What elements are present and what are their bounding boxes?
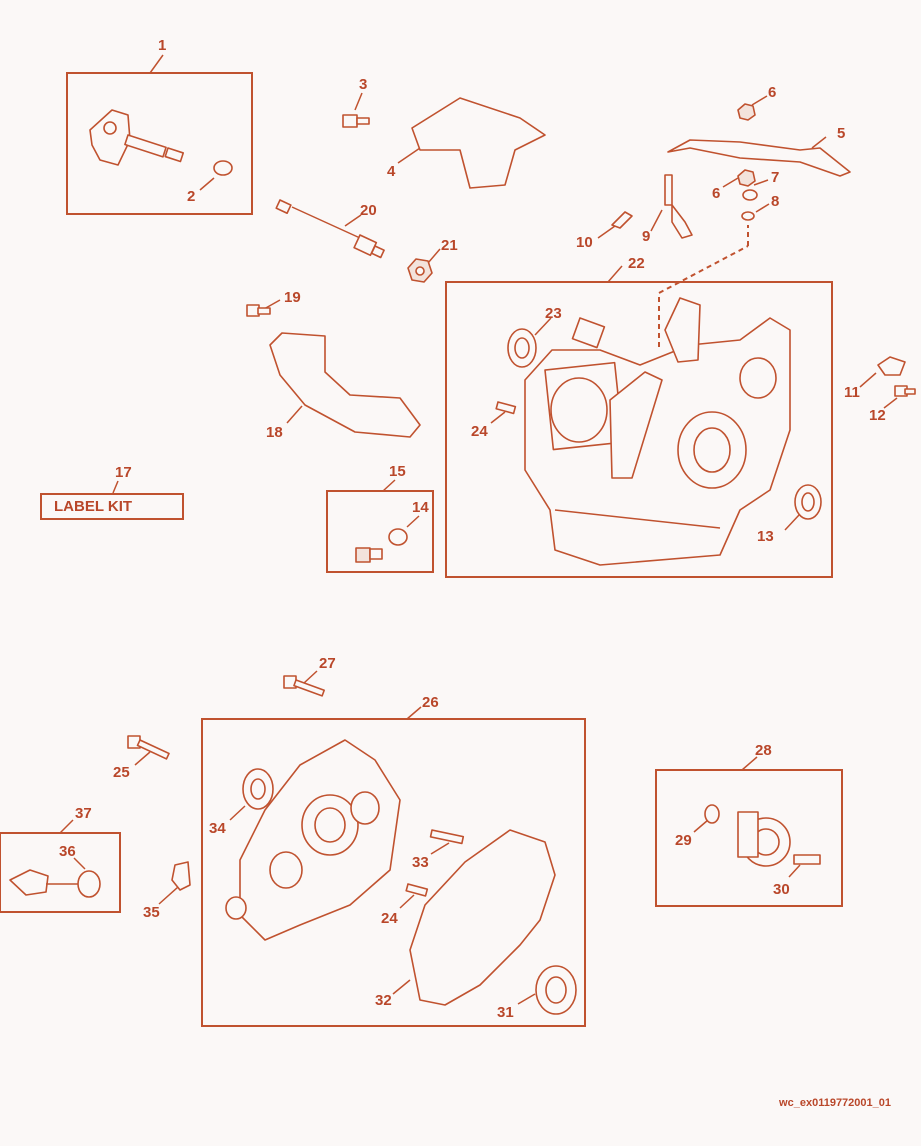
callout-20: 20 [360, 202, 377, 219]
part-29-washer [704, 804, 720, 824]
callout-30: 30 [773, 881, 790, 898]
part-6-nut-top [737, 103, 756, 121]
part-31-bearing [535, 965, 577, 1015]
callout-21: 21 [441, 237, 458, 254]
part-8-washer [741, 211, 755, 221]
callout-9: 9 [642, 228, 650, 245]
part-36-o-ring [77, 870, 101, 898]
callout-2: 2 [187, 188, 195, 205]
callout-37: 37 [75, 805, 92, 822]
leader-lines [59, 54, 898, 1005]
part-14-washer [388, 528, 408, 546]
callout-11: 11 [844, 384, 860, 401]
callout-10: 10 [576, 234, 593, 251]
callout-19: 19 [284, 289, 301, 306]
callout-29: 29 [675, 832, 692, 849]
callout-5: 5 [837, 125, 845, 142]
part-34-oil-seal [242, 768, 274, 810]
callout-33: 33 [412, 854, 429, 871]
callout-1: 1 [158, 37, 166, 54]
part-22-crankcase [524, 297, 791, 566]
callout-13: 13 [757, 528, 774, 545]
callout-28: 28 [755, 742, 772, 759]
group-box-28 [655, 769, 843, 907]
part-32-gasket [409, 829, 556, 1006]
group-box-22 [445, 281, 833, 578]
callout-32: 32 [375, 992, 392, 1009]
part-23-oil-seal [507, 328, 537, 368]
part-4-bracket [411, 97, 546, 189]
callout-4: 4 [387, 163, 396, 180]
callout-22: 22 [628, 255, 645, 272]
group-box-15 [326, 490, 434, 573]
part-24-dowel-pin-lower [405, 883, 429, 897]
callout-18: 18 [266, 424, 283, 441]
part-1-governor-assembly [89, 109, 185, 166]
part-20-sensor [275, 199, 385, 259]
part-11-clamp [877, 356, 906, 376]
part-37-dipstick [9, 869, 78, 896]
part-12-bolt [894, 385, 916, 397]
callout-24-upper: 24 [471, 423, 488, 440]
part-24-dowel-pin-upper [495, 401, 517, 415]
reference-code: wc_ex0119772001_01 [779, 1097, 891, 1109]
part-15-drain-plug [355, 547, 383, 563]
callout-6-upper: 6 [768, 84, 776, 101]
callout-25: 25 [113, 764, 130, 781]
callout-27: 27 [319, 655, 336, 672]
label-kit-box: LABEL KIT [40, 493, 184, 520]
callout-24-lower: 24 [381, 910, 398, 927]
part-10-clip [611, 211, 633, 229]
part-9-stud [664, 174, 693, 239]
callout-15: 15 [389, 463, 406, 480]
part-19-bolt [246, 304, 271, 317]
part-33-dowel-pin [429, 829, 465, 845]
callout-6-lower: 6 [712, 185, 720, 202]
part-13-oil-seal [794, 484, 822, 520]
group-box-1 [66, 72, 253, 215]
part-30-shaft [793, 854, 821, 865]
part-3-bolt [342, 114, 370, 128]
part-28-governor-gear [737, 811, 791, 867]
part-5-lever-arm [667, 139, 851, 177]
callout-26: 26 [422, 694, 439, 711]
part-18-guard-plate [269, 332, 421, 438]
callout-23: 23 [545, 305, 562, 322]
callout-8: 8 [771, 193, 779, 210]
group-box-26 [201, 718, 586, 1027]
callout-17: 17 [115, 464, 132, 481]
callout-35: 35 [143, 904, 160, 921]
part-6-nut-lower [737, 169, 756, 187]
callout-31: 31 [497, 1004, 514, 1021]
callout-36: 36 [59, 843, 76, 860]
callout-12: 12 [869, 407, 886, 424]
callout-numbers: 1 2 3 4 5 6 6 7 8 9 10 11 12 13 14 15 17… [59, 37, 886, 1021]
part-35-clip [171, 861, 191, 891]
part-27-bolt [283, 675, 325, 697]
part-21-nut [407, 258, 433, 283]
callout-7: 7 [771, 169, 779, 186]
part-7-washer [742, 189, 758, 201]
callout-34: 34 [209, 820, 226, 837]
part-2-washer [213, 160, 233, 176]
callout-3: 3 [359, 76, 367, 93]
part-26-crankcase-cover [225, 739, 401, 941]
part-25-bolt [127, 735, 170, 760]
callout-14: 14 [412, 499, 429, 516]
